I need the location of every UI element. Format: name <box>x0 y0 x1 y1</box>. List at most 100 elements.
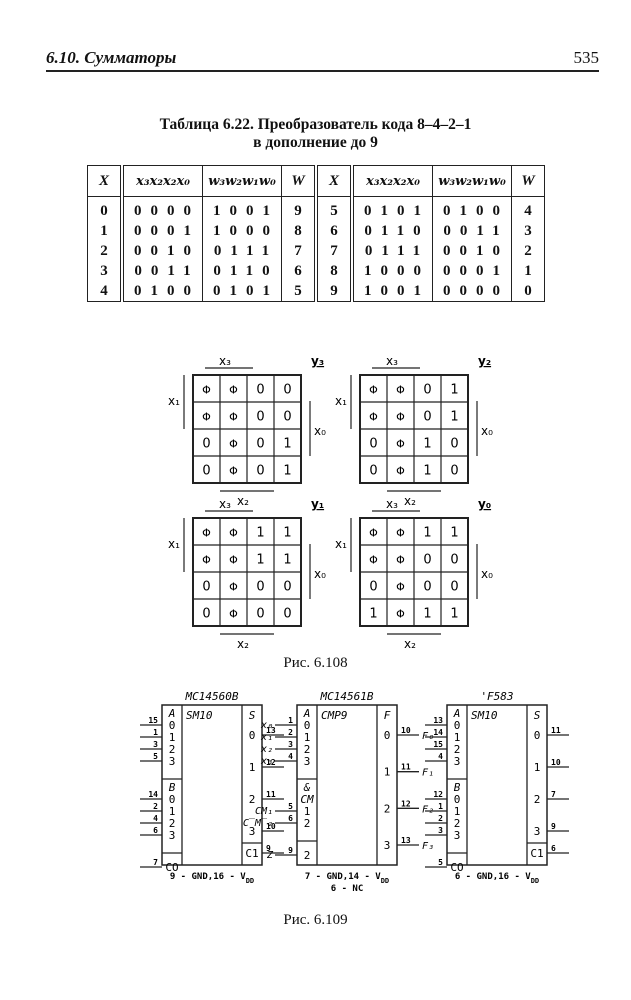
chip-body <box>161 704 263 866</box>
signal-label: CM₁ <box>255 806 273 817</box>
pin-number: 15 <box>433 740 443 749</box>
table-cell: 7 <box>314 241 353 261</box>
pin-number: 12 <box>401 799 411 808</box>
table-cell: 0100 <box>432 196 512 221</box>
table-cell: 0101 <box>202 281 282 302</box>
signal-label: x₀ <box>260 720 273 731</box>
pin-number: 9 <box>551 822 556 831</box>
pin-number: 10 <box>266 822 276 831</box>
kmap-cell: 1 <box>256 526 264 541</box>
label-x1: x₁ <box>335 394 347 408</box>
power-note-2: 6 - NC <box>331 884 364 894</box>
kmap-cell: 0 <box>256 383 264 398</box>
label-x1: x₁ <box>168 394 180 408</box>
table-cell: 0 <box>87 196 123 221</box>
table-cell: 0010 <box>120 241 203 261</box>
pin-number: 9 <box>266 844 271 853</box>
pin-number: 10 <box>401 726 411 735</box>
label-x3: x₃ <box>219 497 231 511</box>
kmap-cell: 0 <box>202 464 210 479</box>
kmap-cell: 0 <box>283 580 291 595</box>
kmap-cell: Φ <box>396 527 405 540</box>
pin-label: 3 <box>384 839 391 852</box>
kmap-cell: 0 <box>423 410 431 425</box>
label-x2: x₂ <box>237 494 249 508</box>
chip-body <box>296 704 398 866</box>
kmap-cell: Φ <box>396 581 405 594</box>
kmap-cell: 1 <box>450 526 458 541</box>
kmap-cell: Φ <box>396 438 405 451</box>
signal-label: C̅M̅₂ <box>243 818 273 829</box>
label-x2: x₂ <box>404 494 416 508</box>
pin-number: 12 <box>433 790 443 799</box>
pin-number: 1 <box>438 802 443 811</box>
label-x0: x₀ <box>314 567 326 581</box>
table-cell: 0111 <box>202 241 282 261</box>
col-header-X: X <box>87 165 123 197</box>
kmap-cell: 1 <box>283 437 291 452</box>
kmap-cell: Φ <box>396 465 405 478</box>
pin-label: 3 <box>249 825 256 838</box>
kmap-cell: 0 <box>283 607 291 622</box>
kmap-cell: 0 <box>369 464 377 479</box>
kmap-cell: Φ <box>202 411 211 424</box>
kmap-cell: 0 <box>256 580 264 595</box>
pin-label: 3 <box>534 825 541 838</box>
output-group-label: F <box>384 709 391 722</box>
pin-label: C1 <box>245 847 258 860</box>
pin-number: 6 <box>288 814 293 823</box>
pin-number: 4 <box>153 814 158 823</box>
kmap-cell: 0 <box>369 580 377 595</box>
table-cell: 0011 <box>432 221 512 241</box>
table-cell: 0111 <box>350 241 433 261</box>
kmap-cell: 0 <box>283 383 291 398</box>
pin-number: 5 <box>153 752 158 761</box>
chip-function: SM10 <box>186 709 213 722</box>
pin-number: 2 <box>288 728 293 737</box>
label-x1: x₁ <box>168 537 180 551</box>
table-header-row: X x₃x₂x₂x₀ w₃w₂w₁w₀ W X x₃x₂x₂x₀ w₃w₂w₁w… <box>87 165 545 197</box>
pin-number: 5 <box>288 802 293 811</box>
kmap-cell: 1 <box>423 437 431 452</box>
table-cell: 0001 <box>432 261 512 281</box>
table-cell: 6 <box>314 221 353 241</box>
kmap-cell: 0 <box>202 437 210 452</box>
pin-label: 2 <box>169 743 176 756</box>
label-x3: x₃ <box>386 354 398 368</box>
kmap-cell: Φ <box>202 527 211 540</box>
table-cell: 0110 <box>350 221 433 241</box>
kmap-cell: Φ <box>229 438 238 451</box>
output-group-label: S <box>249 709 256 722</box>
pin-number: 11 <box>266 790 276 799</box>
section-title: 6.10. Сумматоры <box>46 48 177 67</box>
chip-body <box>446 704 548 866</box>
signal-label: Z <box>266 850 274 861</box>
pin-label: 3 <box>454 829 461 842</box>
pin-label: 0 <box>304 719 311 732</box>
kmap-cell: 1 <box>450 410 458 425</box>
code-converter-table: X x₃x₂x₂x₀ w₃w₂w₁w₀ W X x₃x₂x₂x₀ w₃w₂w₁w… <box>87 165 545 302</box>
pin-number: 15 <box>148 716 158 725</box>
kmap-cell: Φ <box>202 554 211 567</box>
table-cell: 4 <box>87 281 123 302</box>
output-label-y0: y₀ <box>478 497 491 511</box>
pin-label: 1 <box>304 805 311 818</box>
kmap-cell: Φ <box>229 465 238 478</box>
kmap-cell: 1 <box>283 464 291 479</box>
group-label: A <box>168 707 176 720</box>
kmap-cell: Φ <box>229 384 238 397</box>
pin-label: 0 <box>384 729 391 742</box>
figure-caption-6-108: Рис. 6.108 <box>283 655 348 671</box>
kmap-cell: 0 <box>450 437 458 452</box>
kmap-cell: 0 <box>423 383 431 398</box>
pin-number: 7 <box>551 790 556 799</box>
kmap-cell: 0 <box>202 607 210 622</box>
kmap-cell: 1 <box>256 553 264 568</box>
pin-label: 1 <box>169 731 176 744</box>
pin-label: 0 <box>249 729 256 742</box>
page-number: 535 <box>573 48 600 67</box>
